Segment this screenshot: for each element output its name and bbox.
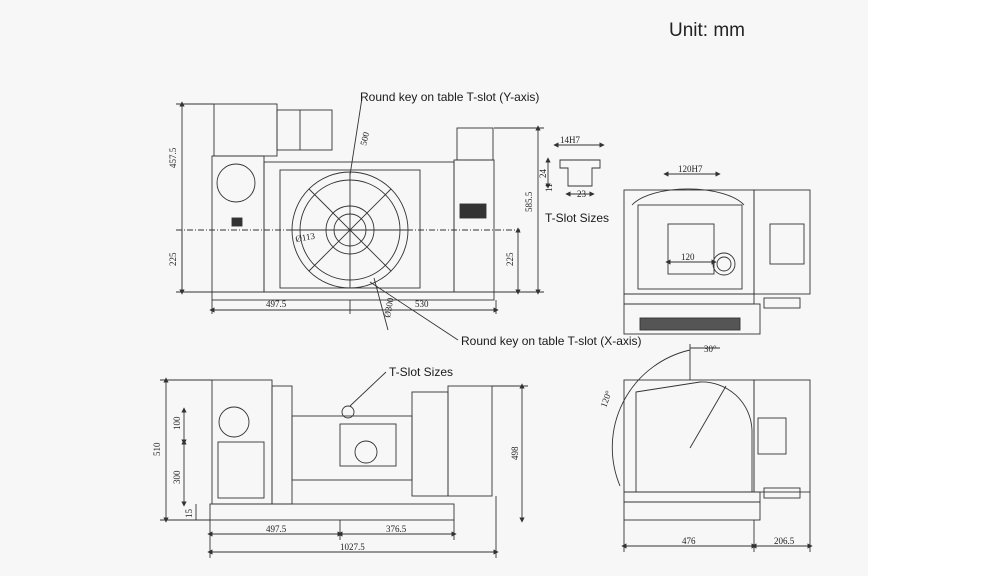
dim-120deg: 120° bbox=[598, 389, 613, 409]
dim-497-front: 497.5 bbox=[266, 524, 287, 534]
drawing-panel bbox=[0, 0, 868, 576]
dim-457: 457.5 bbox=[168, 147, 178, 168]
side-view-top bbox=[623, 171, 811, 335]
callout-tslot-sizes-top: T-Slot Sizes bbox=[545, 211, 610, 225]
dim-14h7: 14H7 bbox=[560, 135, 580, 145]
dim-530: 530 bbox=[415, 299, 429, 309]
dim-11: 11 bbox=[544, 183, 554, 192]
dim-120: 120 bbox=[681, 252, 695, 262]
dim-225-left: 225 bbox=[168, 252, 178, 266]
unit-label: Unit: mm bbox=[669, 20, 745, 41]
dim-300: Ø300 bbox=[382, 296, 395, 318]
dim-300-front: 300 bbox=[172, 470, 182, 484]
callout-x-axis-key: Round key on table T-slot (X-axis) bbox=[461, 334, 642, 348]
front-view bbox=[160, 371, 528, 558]
dim-225-right: 225 bbox=[505, 252, 515, 266]
dim-497-top: 497.5 bbox=[266, 299, 287, 309]
dim-23: 23 bbox=[577, 189, 587, 199]
dim-498: 498 bbox=[510, 446, 520, 460]
top-view bbox=[176, 97, 544, 341]
dim-585: 585.5 bbox=[524, 191, 534, 212]
dim-376: 376.5 bbox=[386, 524, 407, 534]
dim-510: 510 bbox=[152, 442, 162, 456]
dim-476: 476 bbox=[682, 536, 696, 546]
dim-24: 24 bbox=[538, 169, 548, 179]
dim-120h7: 120H7 bbox=[678, 164, 703, 174]
dim-1027: 1027.5 bbox=[340, 542, 365, 552]
tslot-detail bbox=[545, 142, 605, 197]
dim-100: 100 bbox=[172, 416, 182, 430]
callout-tslot-sizes-bottom: T-Slot Sizes bbox=[389, 365, 454, 379]
dim-206: 206.5 bbox=[774, 536, 795, 546]
dim-15: 15 bbox=[184, 509, 194, 519]
side-view-bottom bbox=[611, 344, 813, 552]
dim-113: Ø113 bbox=[295, 231, 317, 244]
dim-30deg: 30° bbox=[704, 344, 717, 354]
callout-y-axis-key: Round key on table T-slot (Y-axis) bbox=[360, 90, 540, 104]
dim-500: 500 bbox=[358, 130, 371, 146]
